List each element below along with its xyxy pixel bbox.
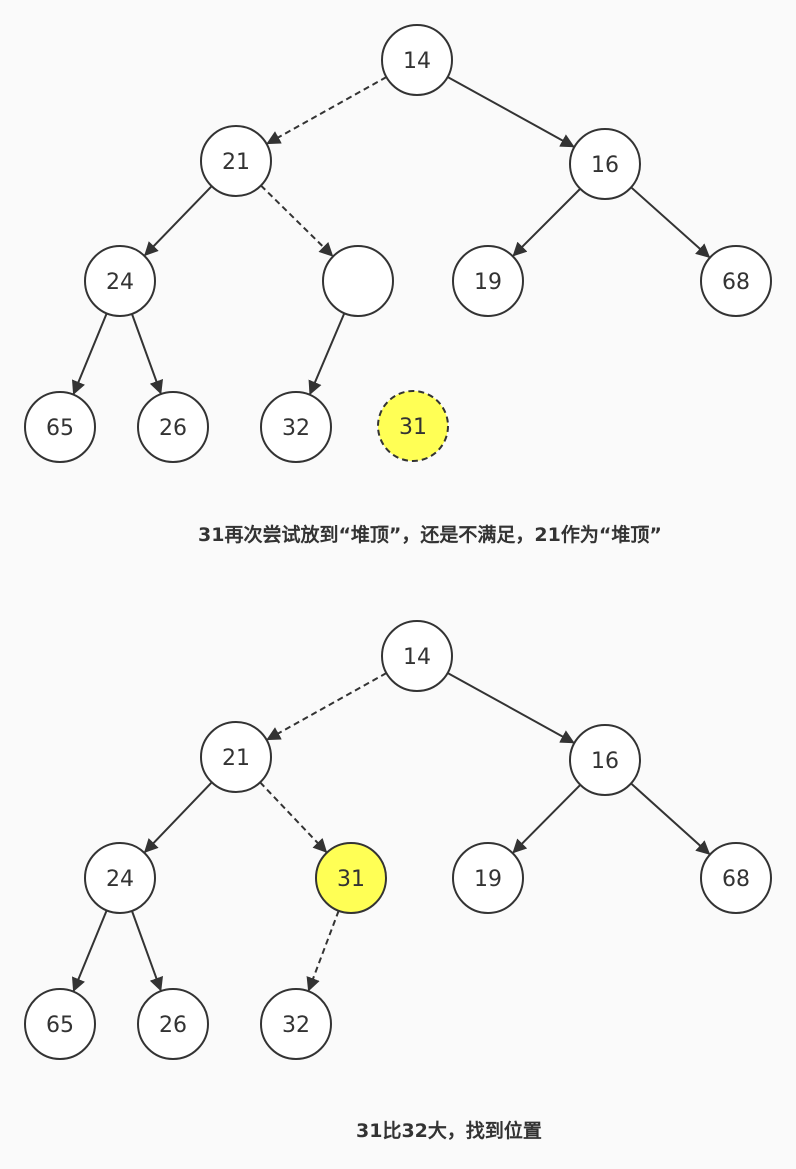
node-label: 14 — [403, 645, 431, 670]
edge-n14-n16 — [447, 76, 575, 148]
node-label: 31 — [337, 867, 365, 892]
edges-layer — [71, 76, 711, 992]
node-label: 19 — [474, 867, 502, 892]
tree-node: 21 — [200, 721, 272, 793]
tree-node: 24 — [84, 245, 156, 317]
node-circle — [84, 842, 156, 914]
tree-node: 14 — [381, 620, 453, 692]
node-label: 26 — [159, 1013, 187, 1038]
edge-n21-n24 — [144, 185, 213, 257]
edge-m16-m68 — [630, 782, 711, 855]
tree-node: 24 — [84, 842, 156, 914]
tree-node: 26 — [137, 988, 209, 1060]
node-circle — [84, 245, 156, 317]
caption-step-2: 31比32大，找到位置 — [356, 1120, 542, 1142]
node-circle — [24, 988, 96, 1060]
edge-n21-nEmpty — [260, 184, 334, 257]
tree-node: 16 — [569, 128, 641, 200]
node-label: 68 — [722, 867, 750, 892]
edge-n24-n65 — [71, 312, 108, 395]
tree-node: 16 — [569, 724, 641, 796]
tree-node: 32 — [260, 391, 332, 463]
edge-m14-m16 — [447, 672, 575, 744]
tree-node: 14 — [381, 24, 453, 96]
edge-m24-m65 — [71, 909, 108, 992]
edge-nEmpty-n32 — [308, 312, 346, 396]
edge-m24-m26 — [131, 910, 163, 992]
node-circle — [315, 842, 387, 914]
node-circle — [200, 721, 272, 793]
edge-m21-m31 — [259, 781, 328, 853]
node-circle — [24, 391, 96, 463]
edge-m14-m21 — [266, 672, 387, 741]
tree-node: 31 — [377, 390, 449, 462]
node-circle — [452, 245, 524, 317]
tree-node: 31 — [315, 842, 387, 914]
node-label: 68 — [722, 270, 750, 295]
node-label: 14 — [403, 49, 431, 74]
node-label: 24 — [106, 270, 134, 295]
node-circle — [322, 245, 394, 317]
node-circle — [381, 620, 453, 692]
tree-node: 68 — [700, 245, 772, 317]
node-circle — [700, 245, 772, 317]
tree-node: 68 — [700, 842, 772, 914]
tree-node: 65 — [24, 988, 96, 1060]
node-circle — [569, 724, 641, 796]
node-label: 32 — [282, 1013, 310, 1038]
node-label: 24 — [106, 867, 134, 892]
tree-node: 19 — [452, 245, 524, 317]
node-circle — [569, 128, 641, 200]
node-circle — [200, 125, 272, 197]
node-label: 32 — [282, 416, 310, 441]
node-label: 65 — [46, 1013, 74, 1038]
caption-step-1: 31再次尝试放到“堆顶”，还是不满足，21作为“堆顶” — [198, 524, 662, 546]
node-label: 19 — [474, 270, 502, 295]
edge-n14-n21 — [266, 76, 387, 145]
node-circle — [700, 842, 772, 914]
node-circle — [137, 391, 209, 463]
node-label: 16 — [591, 153, 619, 178]
tree-node: 26 — [137, 391, 209, 463]
node-circle — [260, 988, 332, 1060]
node-circle — [260, 391, 332, 463]
node-circle — [137, 988, 209, 1060]
tree-node: 32 — [260, 988, 332, 1060]
tree-node — [322, 245, 394, 317]
edge-n16-n68 — [630, 186, 711, 258]
node-label: 26 — [159, 416, 187, 441]
tree-node: 21 — [200, 125, 272, 197]
node-circle — [452, 842, 524, 914]
node-label: 16 — [591, 749, 619, 774]
edge-m16-m19 — [512, 784, 582, 854]
edge-n24-n26 — [131, 313, 163, 395]
edge-n16-n19 — [512, 188, 581, 257]
node-label: 31 — [399, 415, 427, 440]
edge-m31-m32 — [306, 910, 340, 992]
node-circle — [381, 24, 453, 96]
node-circle — [377, 390, 449, 462]
tree-node: 65 — [24, 391, 96, 463]
edge-m21-m24 — [143, 781, 213, 854]
tree-node: 19 — [452, 842, 524, 914]
nodes-layer: 14 21 16 24 19 68 65 26 32 31 14 21 16 24 31 19 68 65 26 32 — [24, 24, 772, 1060]
node-label: 21 — [222, 150, 250, 175]
node-label: 65 — [46, 416, 74, 441]
node-label: 21 — [222, 746, 250, 771]
